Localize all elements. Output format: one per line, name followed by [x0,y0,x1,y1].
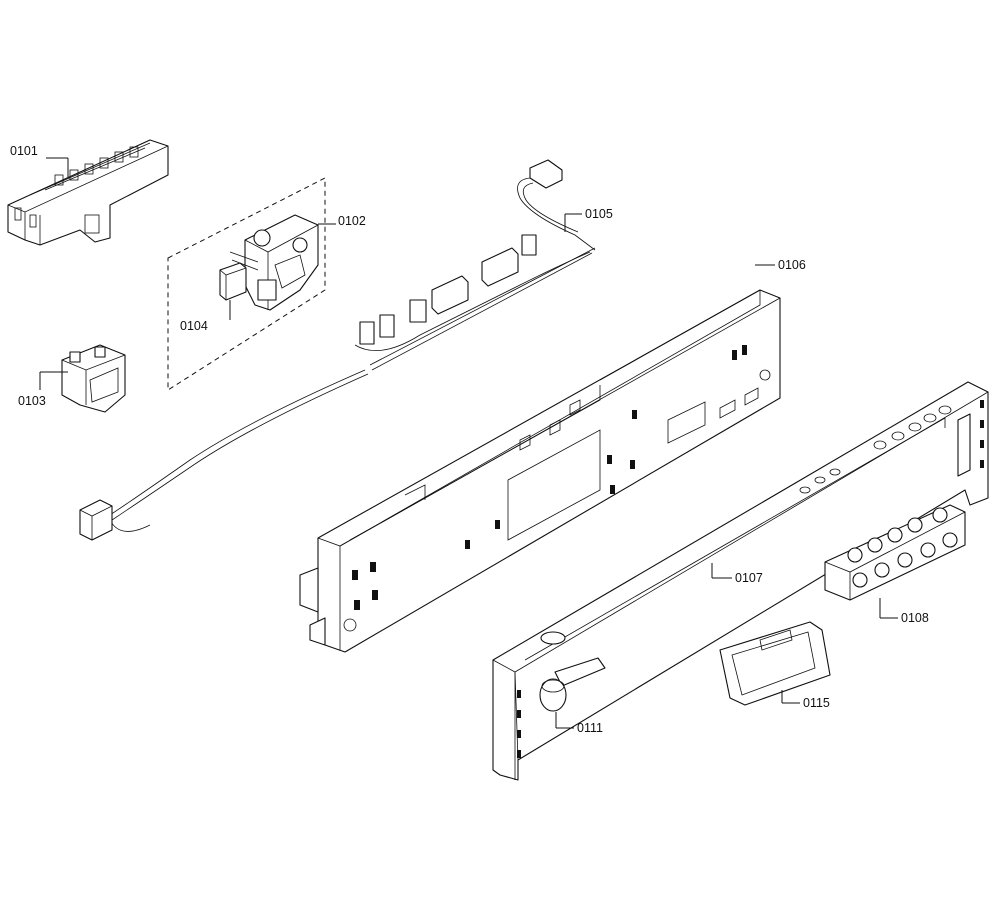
part-0108-button-set[interactable] [824,504,966,619]
label-0103: 0103 [18,394,46,408]
part-0102-group-outline [167,177,326,391]
label-0106: 0106 [778,258,806,272]
part-0101-control-module[interactable] [7,139,169,246]
label-0111: 0111 [577,721,603,735]
part-0111-knob[interactable] [539,657,606,729]
label-0104: 0104 [180,319,208,333]
label-0105: 0105 [585,207,613,221]
label-0115: 0115 [803,696,830,710]
part-0107-facia-panel[interactable] [492,381,989,781]
part-0102-door-latch[interactable] [229,214,336,311]
part-0106-control-panel-frame[interactable] [299,264,781,653]
label-0107: 0107 [735,571,763,585]
label-0108: 0108 [901,611,929,625]
label-0101: 0101 [10,144,38,158]
part-0103-switch-block[interactable] [39,344,126,413]
part-0115-handle[interactable] [719,621,831,706]
part-0104-switch[interactable] [219,262,247,320]
label-0102: 0102 [338,214,366,228]
part-0105-wire-harness[interactable] [79,159,596,541]
